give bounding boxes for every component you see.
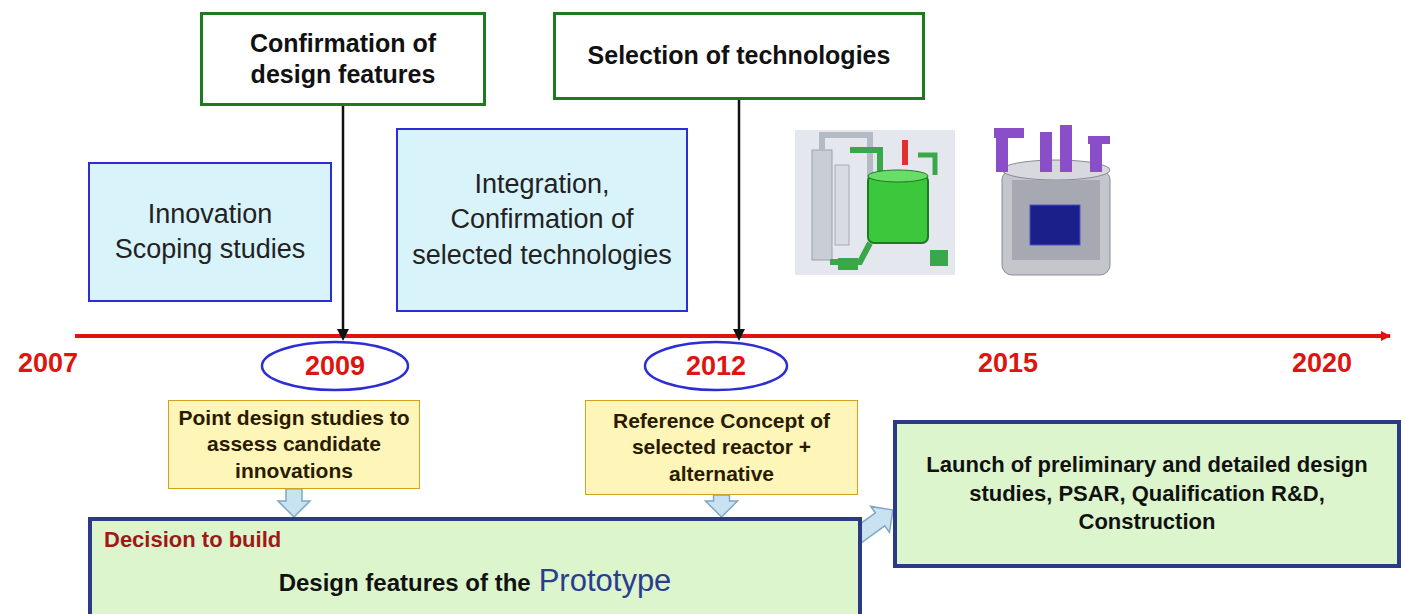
year-ellipse: 2009: [260, 340, 410, 392]
connector: [733, 100, 745, 341]
box-text: Integration, Confirmation of selected te…: [408, 167, 676, 272]
prototype-text: Design features of the: [279, 569, 531, 596]
box-text: Reference Concept of selected reactor + …: [594, 408, 849, 487]
prototype-box: Decision to buildDesign features of the P…: [88, 517, 862, 614]
reactor-picture-1: [795, 130, 955, 275]
note-box: Point design studies to assess candidate…: [168, 400, 420, 489]
prototype-line: Design features of the Prototype: [104, 563, 846, 599]
year-label: 2020: [1292, 348, 1352, 379]
box-text: Point design studies to assess candidate…: [177, 405, 411, 484]
box-text: Innovation Scoping studies: [100, 197, 320, 267]
connector: [706, 495, 738, 517]
connector: [278, 489, 310, 517]
phase-box: Integration, Confirmation of selected te…: [396, 128, 688, 312]
phase-box: Innovation Scoping studies: [88, 162, 332, 302]
box-text: Launch of preliminary and detailed desig…: [909, 451, 1385, 537]
year-label: 2015: [978, 348, 1038, 379]
year-label: 2007: [18, 348, 78, 379]
prototype-word: Prototype: [539, 563, 672, 598]
box-text: 2009: [305, 351, 365, 382]
connector: [337, 106, 349, 341]
box-text: Confirmation of design features: [213, 28, 473, 91]
timeline-arrow: [75, 334, 1390, 338]
milestone-box: Confirmation of design features: [200, 12, 486, 106]
year-ellipse: 2012: [643, 340, 789, 392]
milestone-box: Selection of technologies: [553, 12, 925, 100]
box-text: Selection of technologies: [588, 40, 891, 71]
decision-label: Decision to build: [104, 527, 846, 553]
next-steps-box: Launch of preliminary and detailed desig…: [893, 420, 1401, 568]
note-box: Reference Concept of selected reactor + …: [585, 400, 858, 495]
box-text: 2012: [686, 351, 746, 382]
reactor-picture-2: [994, 125, 1110, 275]
